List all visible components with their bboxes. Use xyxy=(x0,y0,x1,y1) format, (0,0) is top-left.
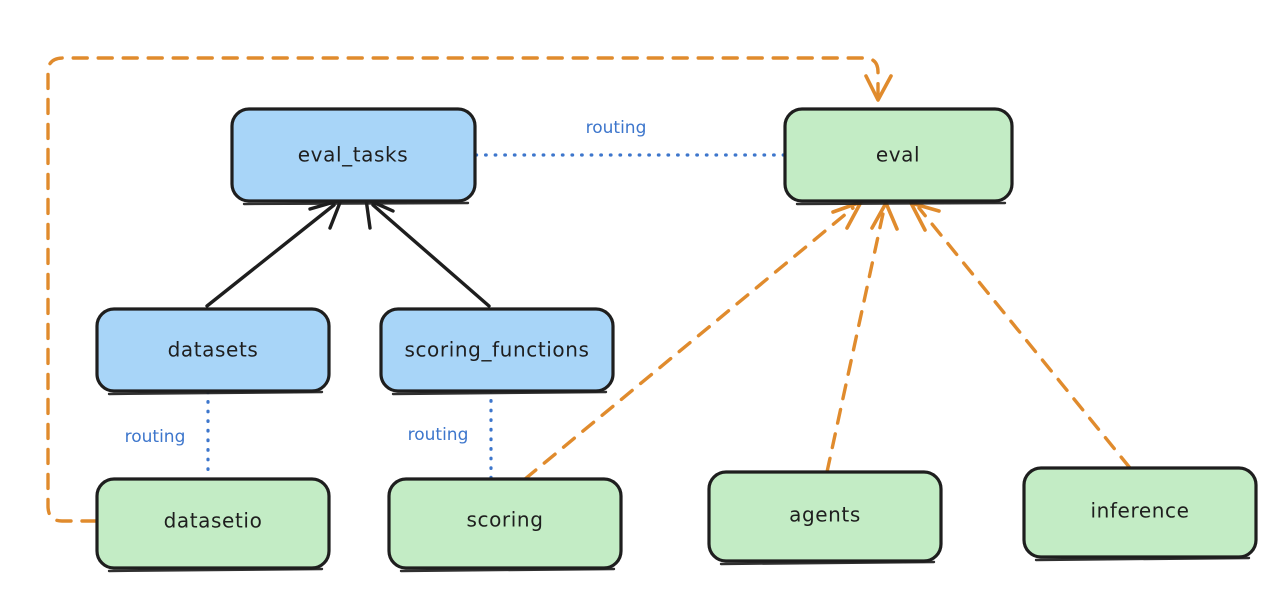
edge-path-sf-eval-tasks xyxy=(371,203,491,308)
edge-path-inference-eval xyxy=(917,206,1132,470)
node-agents-box[interactable] xyxy=(707,470,943,563)
node-scoring[interactable]: scoring xyxy=(387,477,623,573)
node-scoring-functions-label: scoring_functions xyxy=(404,338,589,362)
node-scoring-functions[interactable]: scoring_functions xyxy=(379,307,615,396)
node-agents[interactable]: agents xyxy=(707,470,943,566)
node-inference-label: inference xyxy=(1090,499,1189,523)
edge-agents-to-eval xyxy=(825,201,899,474)
node-eval-label: eval xyxy=(876,143,920,167)
edge-datasets-to-eval-tasks xyxy=(205,198,343,308)
edge-path-datasets-eval-tasks xyxy=(205,203,336,308)
edge-path-scoring-eval xyxy=(523,206,855,481)
node-eval-box[interactable] xyxy=(783,107,1014,203)
node-eval[interactable]: eval xyxy=(783,107,1014,206)
node-datasets-box[interactable] xyxy=(95,307,331,393)
edge-path-agents-eval xyxy=(825,207,886,474)
node-scoring-label: scoring xyxy=(466,508,543,532)
node-datasets[interactable]: datasets xyxy=(95,307,331,396)
node-datasetio-box[interactable] xyxy=(95,477,331,570)
edge-scoring-functions-to-eval-tasks xyxy=(364,197,491,308)
edge-inference-to-eval xyxy=(909,201,1132,470)
edge-label-routing-scoring-functions-scoring: routing xyxy=(408,425,469,445)
node-datasetio[interactable]: datasetio xyxy=(95,477,331,573)
node-eval-tasks-box[interactable] xyxy=(230,107,477,203)
node-eval-shadow xyxy=(795,201,1007,206)
node-inference[interactable]: inference xyxy=(1022,466,1258,562)
edge-label-routing-datasets-datasetio: routing xyxy=(125,427,186,447)
edge-datasetio-to-eval xyxy=(46,56,893,523)
node-scoring-box[interactable] xyxy=(387,477,623,570)
node-datasetio-label: datasetio xyxy=(164,509,263,533)
node-datasets-label: datasets xyxy=(168,338,259,362)
edge-path-datasetio-eval xyxy=(46,56,880,523)
node-eval-tasks-label: eval_tasks xyxy=(298,143,408,167)
node-agents-label: agents xyxy=(789,503,861,527)
node-eval-tasks-shadow xyxy=(242,201,470,206)
arrowhead-datasetio-eval xyxy=(864,74,893,102)
edge-label-routing-eval-tasks-eval: routing xyxy=(586,118,647,138)
node-eval-tasks[interactable]: eval_tasks xyxy=(230,107,477,206)
arrowhead-agents-eval xyxy=(870,201,899,231)
node-inference-box[interactable] xyxy=(1022,466,1258,559)
arrowhead-scoring-eval xyxy=(831,200,863,230)
node-scoring-functions-box[interactable] xyxy=(379,307,615,393)
